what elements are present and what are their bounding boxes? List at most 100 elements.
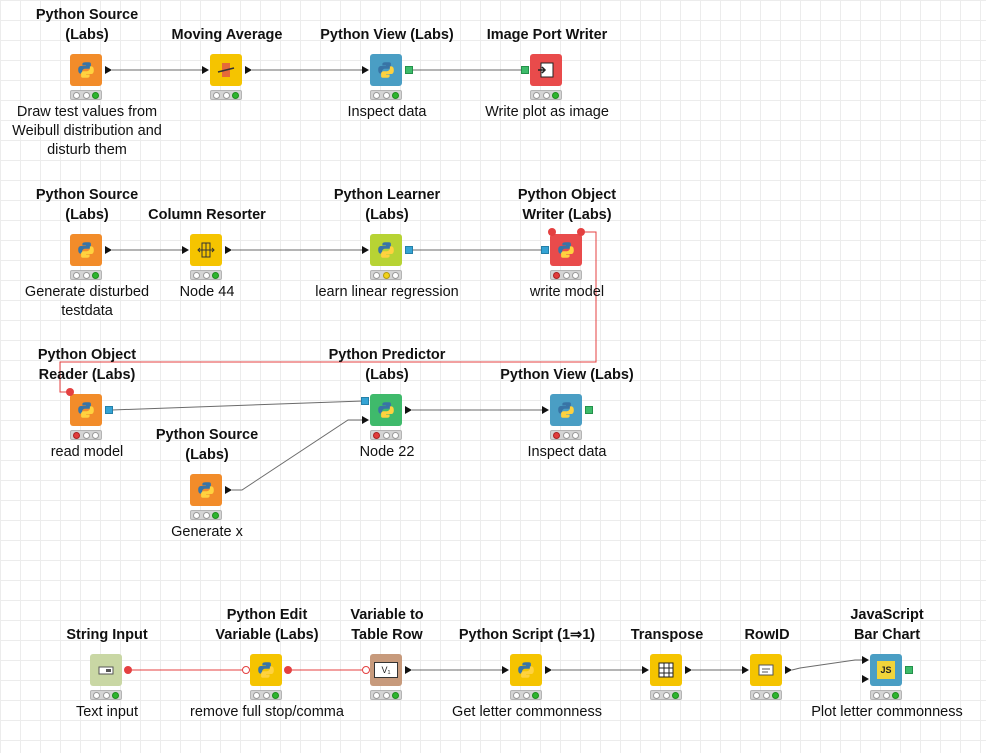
flow-variable-port[interactable] [548,228,556,236]
input-port[interactable] [862,656,869,664]
output-port[interactable] [105,246,112,254]
node-description[interactable]: Draw test values from Weibull distributi… [12,104,162,158]
input-port[interactable] [742,666,749,674]
node-description[interactable]: Get letter commonness [452,704,602,720]
output-port[interactable] [225,486,232,494]
node-py-obj-reader[interactable]: Python Object Reader (Labs) read model [38,347,136,460]
output-port[interactable] [905,666,913,674]
node-description[interactable]: remove full stop/comma [190,704,344,720]
flow-variable-input-port[interactable] [242,666,250,674]
node-py-script[interactable]: Python Script (1⇒1) Get letter commonnes… [452,627,602,720]
node-description[interactable]: learn linear regression [315,284,459,300]
column-resorter-icon[interactable] [190,234,222,266]
status-light-off [82,91,90,99]
node-description[interactable]: Node 22 [359,444,415,460]
flow-variable-input-port[interactable] [362,666,370,674]
status-light-off [73,91,81,99]
input-port[interactable] [362,66,369,74]
node-description[interactable]: Generate x [171,524,243,540]
output-port[interactable] [105,66,112,74]
python-icon[interactable] [550,394,582,426]
input-port[interactable] [361,397,369,405]
python-icon[interactable] [250,654,282,686]
status-light-off [882,691,890,699]
node-py-obj-writer[interactable]: Python Object Writer (Labs) write model [518,187,616,300]
flow-variable-port[interactable] [66,388,74,396]
node-py-view-2[interactable]: Python View (Labs) Inspect data [500,367,633,460]
javascript-icon[interactable]: JS [870,654,902,686]
node-js-bar-chart[interactable]: JavaScript Bar Chart JS Plot letter comm… [811,607,963,720]
node-py-source-2[interactable]: Python Source (Labs) Generate disturbed … [25,187,149,319]
python-icon[interactable] [550,234,582,266]
python-icon[interactable] [370,54,402,86]
input-port[interactable] [542,406,549,414]
python-icon[interactable] [510,654,542,686]
status-light-off [193,511,201,519]
python-icon[interactable] [70,234,102,266]
output-port[interactable] [405,66,413,74]
node-title: Column Resorter [148,207,266,223]
python-icon[interactable] [370,394,402,426]
node-py-predictor[interactable]: Python Predictor (Labs) Node 22 [329,347,446,460]
node-description[interactable]: Plot letter commonness [811,704,963,720]
input-port[interactable] [541,246,549,254]
output-port[interactable] [405,666,412,674]
node-image-port-writer[interactable]: Image Port Writer Write plot as image [485,27,609,120]
string-input-icon[interactable] [90,654,122,686]
node-py-source-1[interactable]: Python Source (Labs) Draw test values fr… [12,7,162,158]
output-port[interactable] [225,246,232,254]
output-port[interactable] [785,666,792,674]
input-port[interactable] [521,66,529,74]
node-py-source-3[interactable]: Python Source (Labs) Generate x [156,427,258,540]
node-description[interactable]: write model [529,284,605,300]
node-transpose[interactable]: Transpose [631,627,703,700]
node-description[interactable]: Inspect data [347,104,427,120]
input-port[interactable] [202,66,209,74]
node-description[interactable]: Generate disturbed testdata [24,284,150,319]
node-py-learner[interactable]: Python Learner (Labs) learn linear regre… [315,187,458,300]
node-py-view-1[interactable]: Python View (Labs) Inspect data [320,27,453,120]
python-icon[interactable] [70,394,102,426]
image-writer-icon[interactable] [530,54,562,86]
python-icon[interactable] [70,54,102,86]
output-port[interactable] [405,246,413,254]
transpose-icon[interactable] [650,654,682,686]
node-description[interactable]: read model [50,444,124,460]
flow-variable-wire[interactable] [59,231,597,393]
flow-variable-output-port[interactable] [124,666,132,674]
input-port[interactable] [642,666,649,674]
node-moving-average[interactable]: Moving Average [172,27,282,100]
input-port[interactable] [362,416,369,424]
input-port[interactable] [362,246,369,254]
output-port[interactable] [545,666,552,674]
node-description[interactable]: Node 44 [179,284,235,300]
flow-variable-port[interactable] [577,228,585,236]
wire[interactable] [111,400,364,411]
node-column-resorter[interactable]: Column Resorter Node 44 [148,207,266,300]
status-light-off [562,271,570,279]
node-description[interactable]: Write plot as image [485,104,609,120]
python-icon[interactable] [190,474,222,506]
wire[interactable] [232,419,363,491]
input-port[interactable] [182,246,189,254]
input-port[interactable] [862,675,869,683]
output-port[interactable] [405,406,412,414]
python-icon[interactable] [370,234,402,266]
node-py-edit-var[interactable]: Python Edit Variable (Labs) remove full … [190,607,344,720]
output-port[interactable] [685,666,692,674]
node-description[interactable]: Text input [75,704,139,720]
output-port[interactable] [245,66,252,74]
node-rowid[interactable]: RowID [742,627,792,700]
rowid-icon[interactable] [750,654,782,686]
node-description[interactable]: Inspect data [527,444,607,460]
input-port[interactable] [502,666,509,674]
moving-average-icon[interactable] [210,54,242,86]
node-string-input[interactable]: String Input Text input [66,627,147,720]
variable-to-table-icon[interactable]: V₁ [370,654,402,686]
wire[interactable] [791,659,863,671]
node-title: Python Edit Variable (Labs) [215,607,319,643]
flow-variable-output-port[interactable] [284,666,292,674]
output-port[interactable] [105,406,113,414]
node-var-to-table-row[interactable]: Variable to Table Row V₁ [350,607,424,700]
output-port[interactable] [585,406,593,414]
